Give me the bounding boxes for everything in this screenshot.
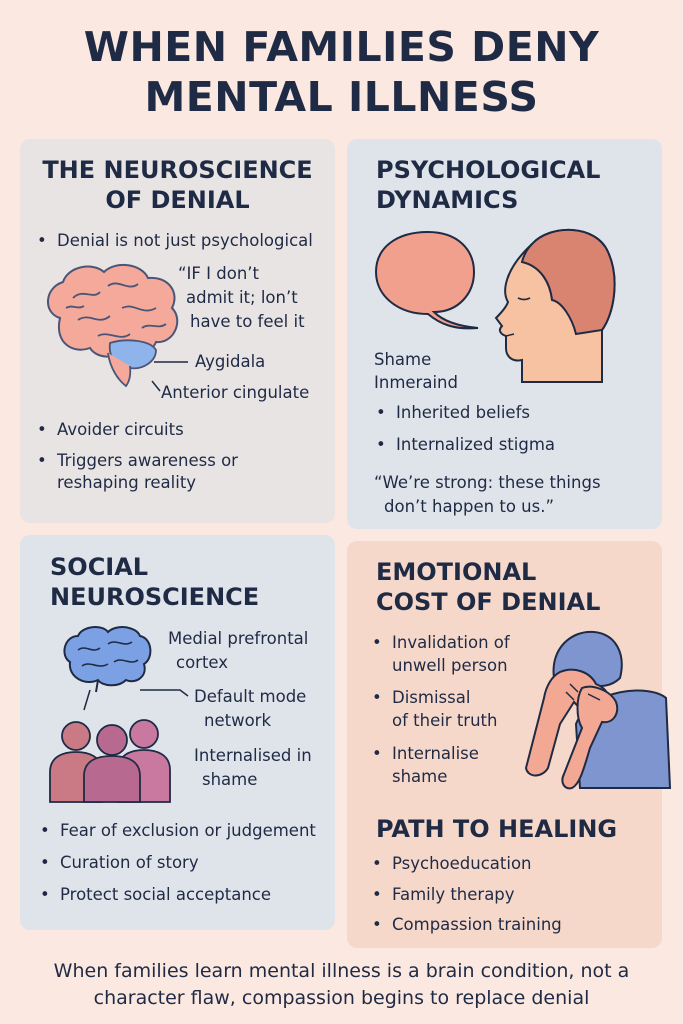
list-item: Internalise shame — [372, 742, 479, 788]
item-line: unwell person — [392, 656, 508, 675]
heading-line: OF DENIAL — [105, 186, 250, 214]
list-item: Protect social acceptance — [40, 883, 271, 906]
list-item: Fear of exclusion or judgement — [40, 819, 316, 842]
label-line: Internalised in — [194, 746, 312, 765]
label-line: Default mode — [194, 687, 307, 706]
quote-line: don’t happen to us.” — [384, 497, 555, 516]
social-heading: SOCIAL NEUROSCIENCE — [50, 552, 259, 612]
quote-line: have to feel it — [190, 312, 305, 331]
heading-line: PSYCHOLOGICAL — [376, 156, 601, 184]
brain-icon — [47, 263, 179, 388]
list-item: Family therapy — [372, 883, 514, 906]
psychological-heading: PSYCHOLOGICAL DYNAMICS — [376, 155, 600, 215]
head-profile-icon — [494, 228, 616, 383]
denial-quote: “IF I don’t admit it; lon’t have to feel… — [170, 262, 305, 334]
heading-line: COST OF DENIAL — [376, 588, 601, 616]
item-line: Invalidation of — [392, 633, 510, 652]
list-item: Psychoeducation — [372, 852, 531, 875]
label-line: network — [204, 711, 272, 730]
list-item-continuation: reshaping reality — [57, 473, 197, 492]
amygdala-label: Aygidala — [195, 352, 266, 371]
label-pointer-lines — [151, 361, 188, 392]
list-item: Internalized stigma — [376, 433, 555, 456]
quote-line: “We’re strong: these things — [374, 473, 601, 492]
list-item: Inherited beliefs — [376, 401, 530, 424]
inherited-label: Inmeraind — [374, 373, 458, 392]
psych-quote: “We’re strong: these things don’t happen… — [374, 471, 601, 519]
heading-line: DYNAMICS — [376, 186, 519, 214]
distressed-person-icon — [524, 630, 672, 790]
item-line: of their truth — [392, 711, 498, 730]
list-item: Invalidation of unwell person — [372, 631, 510, 677]
label-line: Medial prefrontal — [168, 629, 309, 648]
heading-line: NEUROSCIENCE — [50, 583, 260, 611]
list-item: Dismissal of their truth — [372, 686, 498, 732]
speech-bubble-icon — [374, 230, 479, 330]
healing-heading: PATH TO HEALING — [376, 815, 618, 843]
footer-line: When families learn mental illness is a … — [53, 960, 630, 982]
emotional-heading: EMOTIONAL COST OF DENIAL — [376, 557, 600, 617]
pointer-lines — [83, 689, 189, 711]
quote-line: “IF I don’t — [178, 264, 260, 283]
list-item: Curation of story — [40, 851, 199, 874]
item-line: Internalise — [392, 744, 479, 763]
list-item: Compassion training — [372, 913, 562, 936]
title-line-1: WHEN FAMILIES DENY — [83, 23, 600, 71]
heading-line: THE NEUROSCIENCE — [42, 156, 313, 184]
heading-line: SOCIAL — [50, 553, 149, 581]
mpfc-label: Medial prefrontal cortex — [168, 627, 308, 675]
item-line: Dismissal — [392, 688, 471, 707]
label-line: cortex — [176, 653, 229, 672]
footer-line: character flaw, compassion begins to rep… — [93, 987, 590, 1009]
list-item: Denial is not just psychological — [37, 229, 313, 252]
list-item: Triggers awareness or — [37, 449, 238, 472]
list-item: Avoider circuits — [37, 418, 184, 441]
label-line: shame — [202, 770, 258, 789]
anterior-cingulate-label: Anterior cingulate — [161, 383, 310, 402]
default-mode-label: Default mode network — [194, 685, 306, 733]
item-line: shame — [392, 767, 448, 786]
shame-label: Shame — [374, 350, 432, 369]
blue-brain-icon — [63, 626, 152, 693]
neuroscience-denial-heading: THE NEUROSCIENCE OF DENIAL — [20, 155, 335, 215]
footer-message: When families learn mental illness is a … — [0, 958, 683, 1012]
page-title: WHEN FAMILIES DENY MENTAL ILLNESS — [0, 22, 683, 122]
title-line-2: MENTAL ILLNESS — [144, 73, 539, 121]
internalised-label: Internalised in shame — [194, 744, 312, 792]
heading-line: EMOTIONAL — [376, 558, 537, 586]
quote-line: admit it; lon’t — [186, 288, 298, 307]
people-group-icon — [49, 719, 171, 803]
